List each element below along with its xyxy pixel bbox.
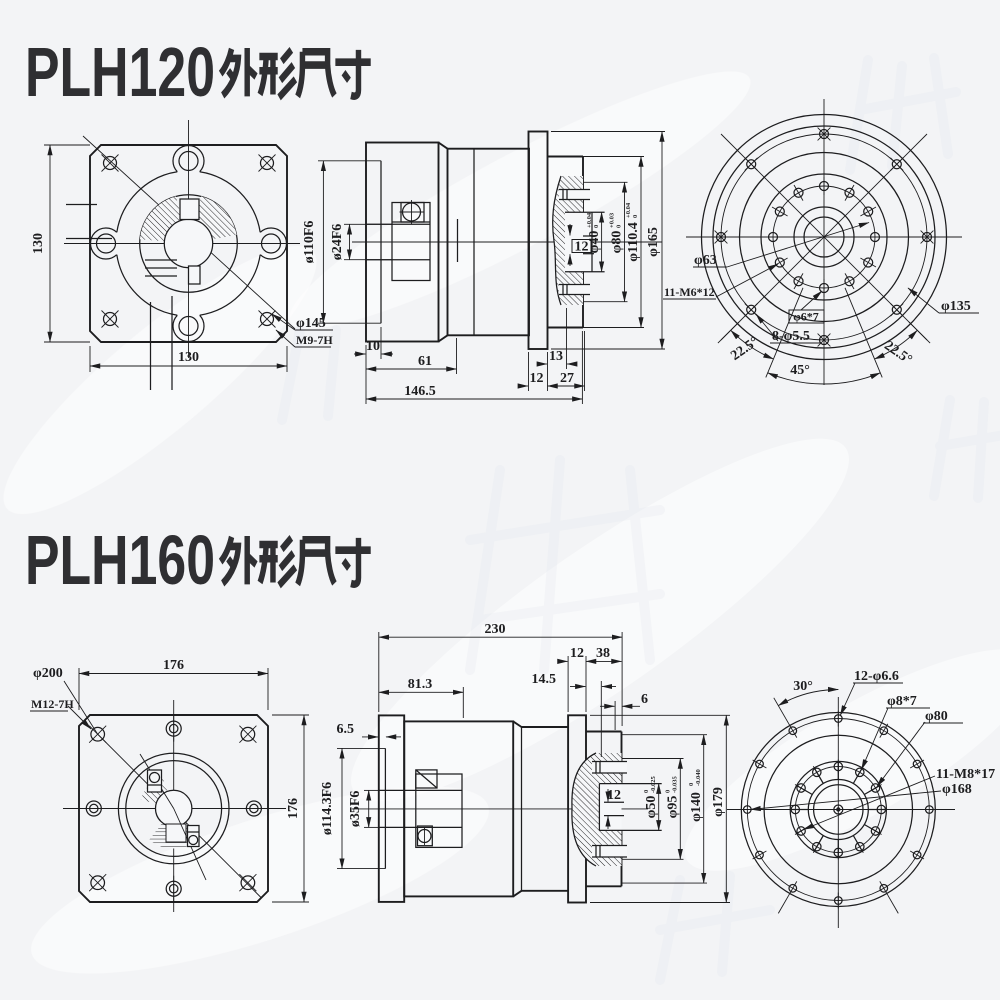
panel-plh160: PLH160 176 176 ø114.3F6 φ200 M12-7H 12 ø… [25, 521, 995, 928]
plh120-side-view: 12 ø110F6 ø24F6 10 61 13 12 27 146.5 φ40… [302, 130, 665, 404]
rv1-pin-label: φ6*7 [793, 310, 819, 324]
plh120-rear-view: 22.5° 45° 22.5° φ63 11-M6*12 φ6*7 8-φ5.5… [663, 99, 979, 385]
sv1-dim-hub: 27 [560, 371, 574, 386]
rv2-bc80-label: φ80 [925, 709, 948, 724]
fv1-bolt-circle-label: φ145 [296, 316, 326, 331]
plh120-front-view: 130 130 φ145 M9-7H [31, 120, 333, 390]
sv1-d165: φ165 [646, 227, 661, 257]
watermark-glyph [845, 53, 961, 175]
rv1-angle-right: 22.5° [881, 338, 914, 368]
paper-swoosh [684, 649, 1000, 871]
sv2-d140: φ140 [689, 792, 704, 822]
sv2-d50: φ50 [644, 796, 659, 819]
sv1-d110-sub: 0 [632, 215, 639, 218]
fv2-dim-height: 176 [286, 798, 301, 819]
sv2-d95-sup: 0 [665, 790, 672, 793]
plh120-title: PLH120 [25, 33, 371, 111]
sv1-dim-step: 13 [549, 349, 563, 364]
plh160-front-view: 176 176 ø114.3F6 φ200 M12-7H [30, 658, 386, 912]
sv2-bore-label: ø35F6 [348, 791, 363, 828]
sv2-dim-recess: 6.5 [337, 722, 355, 737]
sv1-keyway-dim: 12 [575, 240, 589, 255]
rv1-bc63-label: φ63 [694, 253, 717, 268]
title-cjk-char [335, 538, 370, 584]
rv1-bc135-label: φ135 [941, 299, 971, 314]
watermark-glyph [277, 325, 341, 425]
flange-square-160 [78, 714, 269, 903]
rv1-angle-mid: 45° [790, 363, 810, 378]
sv1-d40-sup: +0.04 [586, 212, 593, 228]
plh160-side-view: 12 ø35F6 230 12 38 14.5 6 81.3 6.5 φ500-… [337, 622, 730, 904]
plh120-title-model: PLH120 [25, 33, 215, 111]
title-cjk-char [221, 48, 256, 96]
plh160-rear-view: 30° 12-φ6.6 φ8*7 φ80 11-M8*17 φ168 [727, 669, 995, 928]
fv1-thread-label: M9-7H [296, 333, 333, 347]
title-cjk-char [259, 50, 295, 98]
sv1-d110-sup: +0.04 [625, 202, 632, 218]
watermark-glyph [655, 871, 775, 985]
sv1-d40: φ40 [587, 231, 602, 254]
watermark-glyph [929, 395, 1000, 503]
sv1-dim-recess: 10 [366, 339, 380, 354]
panel-plh120: PLH120 130 130 φ145 M9-7H 12 ø110F6 ø24F… [25, 33, 979, 404]
sv1-d80: φ80 [610, 231, 625, 254]
background-watermark [3, 53, 1000, 985]
sv1-d110: φ110.4 [626, 222, 641, 261]
sv1-d80-sup: +0.03 [609, 212, 616, 228]
sv2-d140-sub: -0.040 [695, 769, 702, 786]
sv2-dim-plate: 12 [570, 646, 584, 661]
watermark-glyph [465, 455, 665, 675]
paper-swoosh [30, 786, 490, 974]
fv2-pilot-label: ø114.3F6 [320, 782, 335, 835]
rv2-through-label: 12-φ6.6 [854, 669, 899, 684]
rv2-tapped-label: 11-M8*17 [936, 767, 995, 782]
sv2-d179: φ179 [711, 787, 726, 817]
title-cjk-char [298, 52, 335, 97]
title-cjk-char [335, 50, 370, 96]
sv2-keyway-dim: 12 [607, 788, 621, 803]
sv2-dim-hub: 38 [596, 646, 610, 661]
title-cjk-char [259, 538, 295, 586]
rv2-pin-label: φ8*7 [887, 694, 917, 709]
fv1-dim-height: 130 [31, 233, 46, 254]
fv2-thread-label: M12-7H [31, 697, 74, 711]
rv2-angle-label: 30° [793, 679, 813, 694]
sv2-d50-sup: 0 [643, 790, 650, 793]
sv2-d140-sup: 0 [688, 783, 695, 786]
sv1-dim-body: 61 [418, 354, 432, 369]
sv1-bore-label: ø24F6 [330, 224, 345, 261]
sv2-d95: φ95 [666, 796, 681, 819]
fv2-dim-width: 176 [163, 658, 184, 673]
paper-swoosh [289, 71, 751, 329]
fv1-dim-width: 130 [178, 350, 199, 365]
sv1-dim-plate: 12 [530, 371, 544, 386]
rv1-through-label: 8-φ5.5 [772, 329, 810, 344]
plh160-title-model: PLH160 [25, 521, 215, 599]
rv1-tapped-label: 11-M6*12 [664, 285, 715, 299]
sv2-d95-sub: -0.035 [672, 775, 679, 793]
sv2-d50-sub: -0.025 [650, 775, 657, 793]
sv2-dim-bore-depth: 14.5 [532, 672, 557, 687]
sv2-dim-lip: 6 [641, 692, 648, 707]
title-cjk-char [221, 536, 256, 584]
fv2-bolt-circle-label: φ200 [33, 666, 63, 681]
plh160-title: PLH160 [25, 521, 371, 599]
title-cjk-char [298, 540, 335, 585]
rv2-bc168-label: φ168 [942, 782, 972, 797]
paper-swoosh [350, 438, 850, 802]
paper-swoosh [3, 245, 317, 515]
flange-square [89, 144, 288, 343]
sv2-dim-body: 81.3 [408, 677, 433, 692]
sv2-dim-total: 230 [485, 622, 506, 637]
sv1-dim-total: 146.5 [404, 384, 436, 399]
sv1-d40-sub: 0 [593, 225, 600, 228]
sv1-pilot-label: ø110F6 [302, 221, 317, 264]
sv1-d80-sub: 0 [616, 225, 623, 228]
